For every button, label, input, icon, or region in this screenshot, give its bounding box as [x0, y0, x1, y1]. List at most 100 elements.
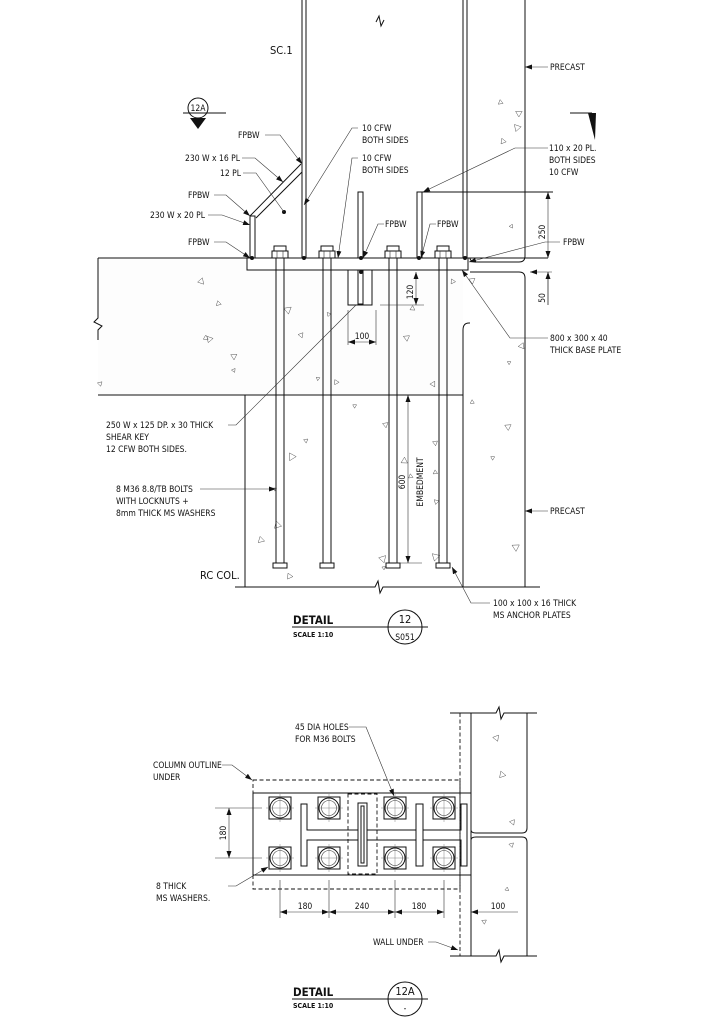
- aggregate-mark: [409, 305, 416, 311]
- aggregate-mark: [315, 376, 321, 382]
- label-wall-under: WALL UNDER: [373, 938, 424, 948]
- detail-12a-title-block: DETAIL SCALE 1:10 12A -: [292, 981, 428, 1017]
- aggregate-mark: [500, 137, 507, 145]
- aggregate-mark: [96, 381, 103, 387]
- leaders: [200, 64, 560, 604]
- section-cut-mark: [570, 112, 596, 140]
- label-side-plate-1: 110 x 20 PL.: [549, 144, 596, 154]
- label-embedment: EMBEDMENT: [416, 457, 426, 507]
- aggregate-mark: [230, 354, 238, 361]
- dim-100-plan: 100: [491, 902, 506, 912]
- label-base-plate-2: THICK BASE PLATE: [549, 346, 621, 356]
- detail-scale: SCALE 1:10: [293, 1002, 334, 1010]
- dimensions-12a: [215, 807, 518, 918]
- aggregate-mark: [303, 438, 309, 444]
- label-bolts-1: 8 M36 8.8/TB BOLTS: [116, 485, 193, 495]
- aggregate-mark: [508, 842, 514, 848]
- dim-100: 100: [355, 332, 370, 342]
- aggregate-mark: [297, 332, 304, 339]
- aggregate-mark: [469, 399, 475, 404]
- anchor-plate: [319, 562, 335, 569]
- aggregate-mark: [352, 404, 358, 409]
- washer-with-bolt-hole: [266, 844, 294, 872]
- aggregate-mark: [334, 379, 340, 386]
- label-cfw-2a: 10 CFW: [362, 154, 392, 164]
- label-fpbw-3: FPBW: [188, 238, 210, 248]
- aggregate-mark: [514, 124, 522, 132]
- label-side-plate-3: 10 CFW: [549, 168, 579, 178]
- aggregate-mark: [381, 566, 386, 571]
- dim-240: 240: [355, 902, 370, 912]
- section-callout-12a[interactable]: 12A -: [183, 97, 226, 129]
- label-anchor-plates-2: MS ANCHOR PLATES: [493, 611, 571, 621]
- aggregate-mark: [468, 278, 476, 285]
- detail-12-title-block: DETAIL SCALE 1:10 12 S051: [292, 609, 428, 645]
- label-side-plate-2: BOTH SIDES: [549, 156, 596, 166]
- label-12-pl: 12 PL: [220, 169, 242, 179]
- label-fpbw-1: FPBW: [238, 131, 260, 141]
- aggregate-mark: [504, 424, 512, 431]
- label-shear-key-3: 12 CFW BOTH SIDES.: [106, 445, 187, 455]
- aggregate-mark: [230, 367, 236, 373]
- aggregate-mark: [506, 361, 512, 366]
- svg-text:12A: 12A: [191, 104, 207, 114]
- washer-with-bolt-hole: [266, 794, 294, 822]
- aggregate-mark: [481, 919, 487, 925]
- aggregate-mark: [504, 886, 510, 891]
- dim-180-vertical: 180: [219, 826, 229, 841]
- svg-text:-: -: [197, 115, 199, 122]
- detail-scale: SCALE 1:10: [293, 631, 334, 639]
- leaders-12a: [222, 726, 459, 951]
- label-cfw-1b: BOTH SIDES: [362, 136, 409, 146]
- detail-title: DETAIL: [293, 613, 334, 627]
- aggregate-mark: [274, 520, 283, 529]
- aggregate-mark: [515, 111, 523, 118]
- weld-dots: [250, 256, 467, 260]
- aggregate-mark: [450, 278, 457, 285]
- column-label: SC.1: [270, 44, 293, 57]
- shear-key-outline: [347, 793, 378, 875]
- aggregate-mark: [257, 535, 266, 543]
- dim-180-a: 180: [298, 902, 313, 912]
- svg-text:12A: 12A: [395, 985, 415, 998]
- anchor-bolt: [318, 245, 336, 569]
- label-washers-2: MS WASHERS.: [156, 894, 210, 904]
- base-plate-plan: [252, 792, 472, 876]
- detail-title: DETAIL: [293, 985, 334, 999]
- washers-and-holes: [266, 794, 458, 872]
- aggregate-mark: [490, 456, 496, 461]
- label-bolts-2: WITH LOCKNUTS +: [116, 497, 189, 507]
- aggregate-mark: [289, 452, 297, 462]
- label-column-outline-2: UNDER: [153, 773, 181, 783]
- dim-600: 600: [398, 475, 408, 490]
- aggregate-mark: [432, 440, 438, 447]
- anchor-plate: [272, 562, 288, 569]
- anchor-bolt: [434, 245, 452, 569]
- label-fpbw-5: FPBW: [437, 220, 459, 230]
- precast-wall-lower: [462, 271, 526, 587]
- dimensions: [347, 192, 552, 564]
- label-holes-1: 45 DIA HOLES: [295, 723, 349, 733]
- detail-12a-plan: 45 DIA HOLES FOR M36 BOLTS COLUMN OUTLIN…: [153, 705, 537, 1017]
- label-shear-key-2: SHEAR KEY: [106, 433, 149, 443]
- precast-wall-plan: [450, 705, 537, 964]
- dim-120: 120: [406, 285, 416, 300]
- label-shear-key-1: 250 W x 125 DP. x 30 THICK: [106, 421, 214, 431]
- aggregate-mark: [492, 734, 499, 742]
- aggregate-mark: [499, 770, 507, 779]
- column-i-section: [300, 802, 468, 867]
- stiffener-plates: [249, 163, 553, 259]
- label-holes-2: FOR M36 BOLTS: [295, 735, 356, 745]
- label-cfw-1a: 10 CFW: [362, 124, 392, 134]
- label-diagonal-plate: 230 W x 16 PL: [185, 154, 241, 164]
- aggregate-mark: [382, 422, 389, 429]
- concrete-hatch-plan: [481, 734, 515, 925]
- label-fpbw-4: FPBW: [385, 220, 407, 230]
- washer-with-bolt-hole: [381, 794, 409, 822]
- anchor-plate: [385, 562, 401, 569]
- concrete-hatch: [96, 99, 525, 580]
- aggregate-mark: [508, 819, 515, 826]
- concrete-slab: [93, 257, 548, 396]
- label-fpbw-2: FPBW: [188, 191, 210, 201]
